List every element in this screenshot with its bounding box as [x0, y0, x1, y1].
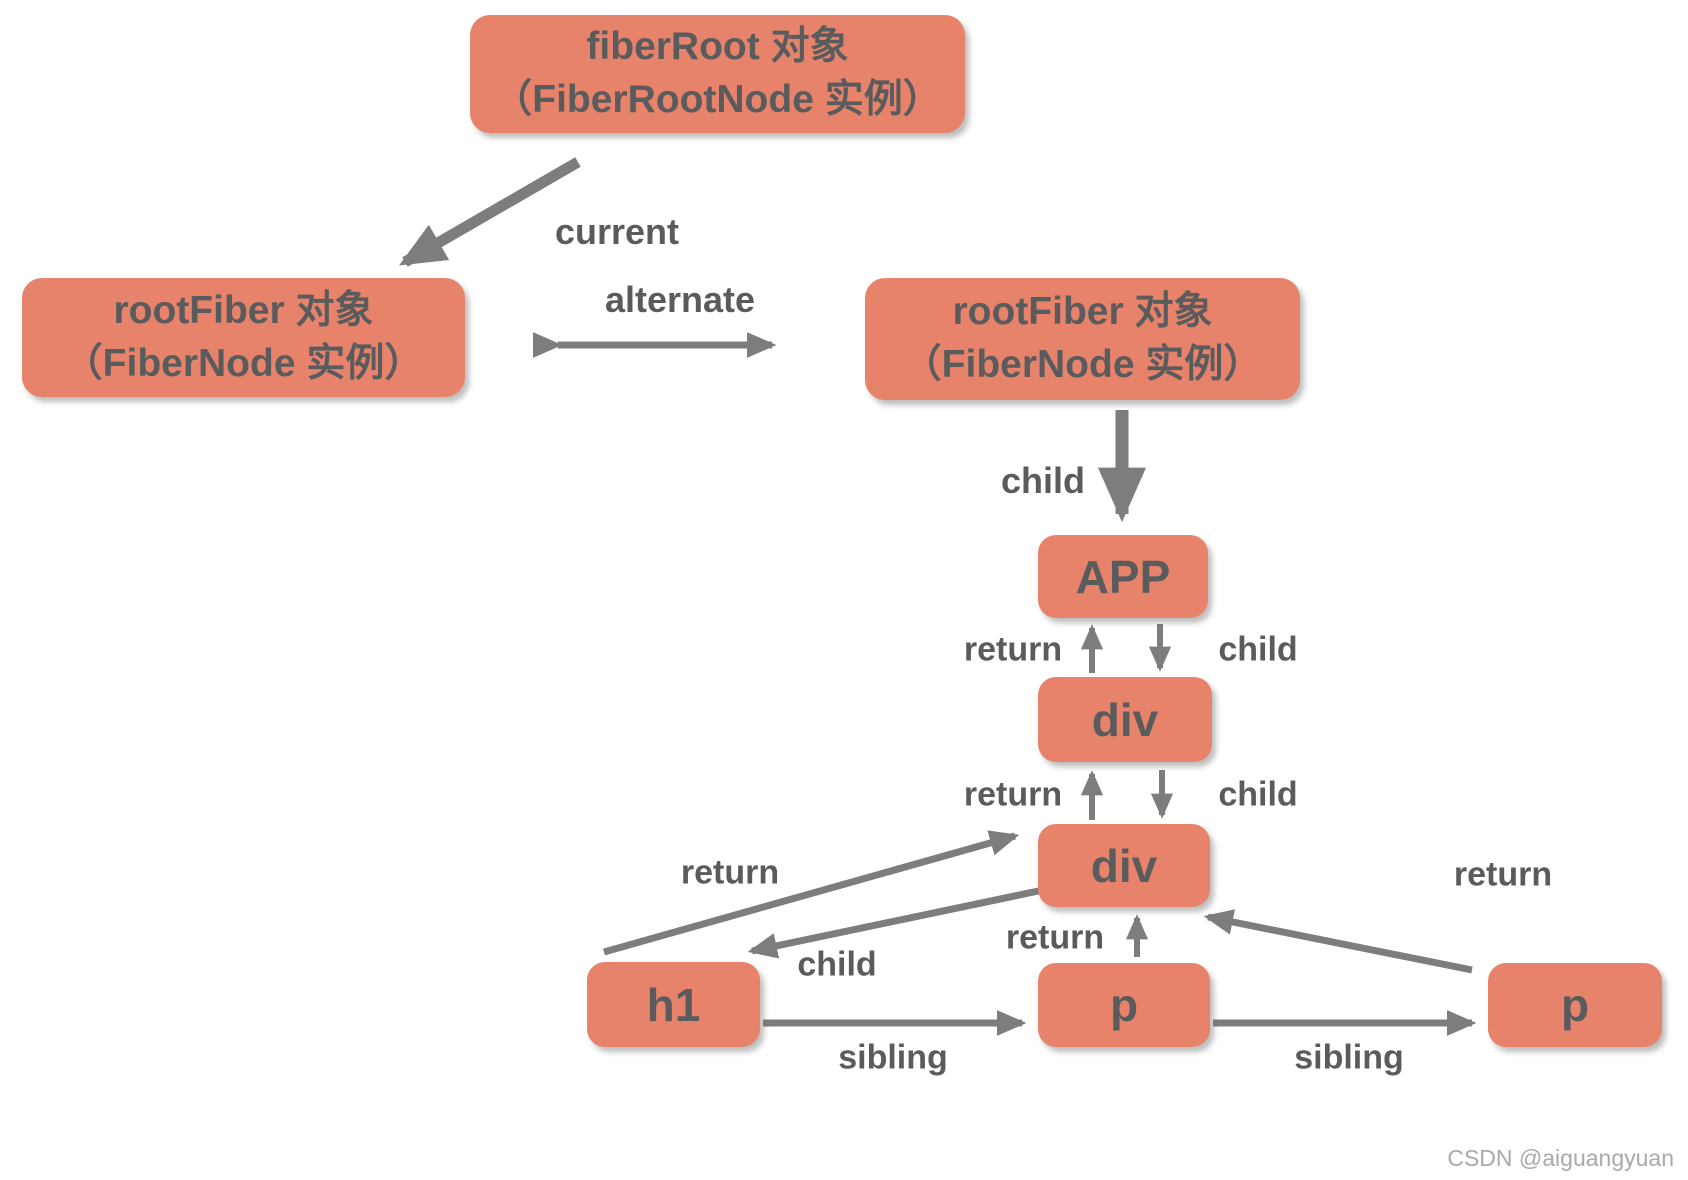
sibling-left-label: sibling [838, 1038, 948, 1077]
tree-node-p1: p [1038, 963, 1210, 1047]
fiber-root-line2: （FiberRootNode 实例） [493, 78, 942, 121]
tree-node-div1: div [1038, 677, 1212, 762]
return-p2-arrow [1203, 909, 1473, 974]
root-fiber-left-line1: rootFiber 对象 [113, 288, 374, 332]
return-app-label: return [963, 630, 1063, 669]
csdn-watermark: CSDN @aiguangyuan [1447, 1145, 1674, 1171]
return-p2-label: return [1453, 855, 1553, 894]
root-fiber-right-line2: （FiberNode 实例） [902, 343, 1263, 386]
current-label: current [554, 211, 680, 252]
tree-node-p2-label: p [1560, 979, 1590, 1031]
child-app-label: child [1218, 630, 1298, 669]
tree-node-p1-label: p [1109, 979, 1139, 1031]
child-root-label: child [1000, 460, 1086, 501]
fiber-root-line1: fiberRoot 对象 [586, 25, 849, 69]
root-fiber-right-node: rootFiber 对象 （FiberNode 实例） [865, 278, 1300, 400]
tree-node-div2: div [1038, 824, 1210, 907]
alternate-label: alternate [604, 279, 756, 320]
root-fiber-left-node: rootFiber 对象 （FiberNode 实例） [22, 278, 465, 397]
return-h1-long-label: return [680, 853, 780, 892]
return-p1-label: return [1005, 918, 1105, 957]
tree-node-div1-label: div [1091, 693, 1159, 746]
tree-node-app: APP [1038, 535, 1208, 618]
tree-node-h1-label: h1 [646, 978, 701, 1031]
root-fiber-right-line1: rootFiber 对象 [952, 290, 1213, 334]
tree-node-h1: h1 [587, 962, 760, 1047]
child-to-h1-label: child [797, 945, 877, 984]
tree-node-div2-label: div [1090, 839, 1158, 892]
tree-node-app-label: APP [1075, 550, 1171, 603]
fiber-root-node: fiberRoot 对象 （FiberRootNode 实例） [470, 15, 965, 133]
tree-node-p2: p [1488, 963, 1662, 1047]
child-to-h1-arrow [747, 885, 1049, 959]
return-h1-long-arrow [603, 830, 1020, 956]
child-div1-label: child [1218, 775, 1298, 814]
sibling-right-label: sibling [1294, 1038, 1404, 1077]
return-div1-label: return [963, 775, 1063, 814]
root-fiber-left-line2: （FiberNode 实例） [63, 341, 424, 385]
current-arrow [399, 157, 581, 267]
